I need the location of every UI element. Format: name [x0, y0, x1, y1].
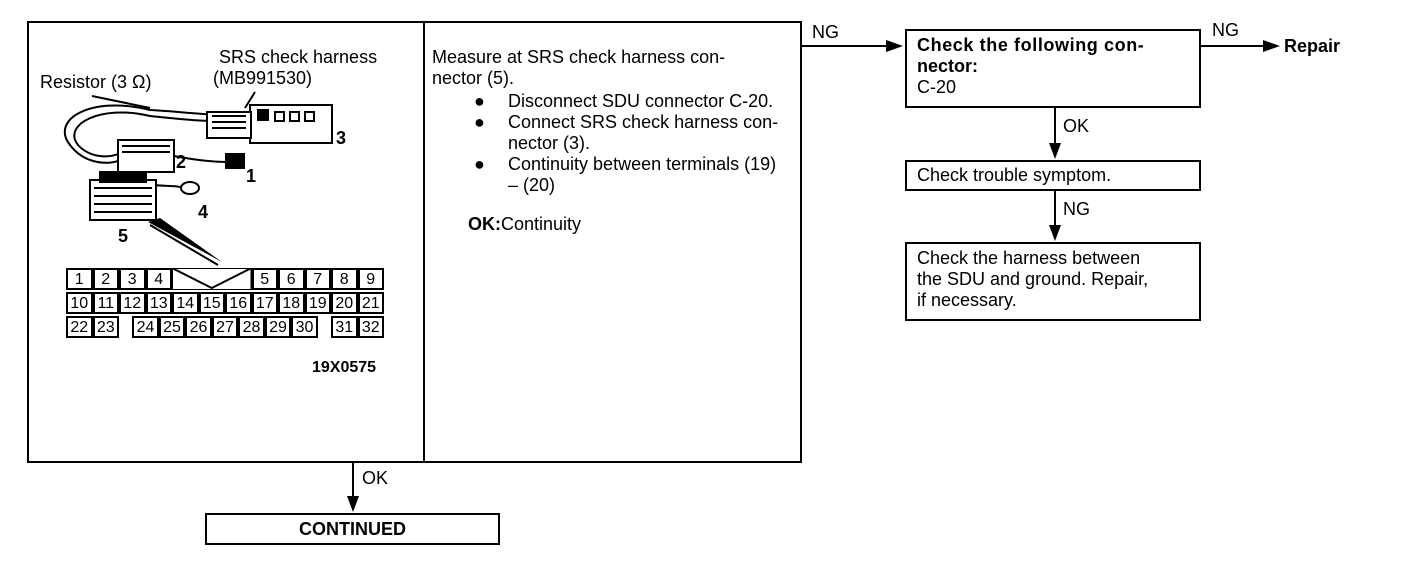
terminal-30: 30 [291, 316, 318, 338]
main-frame [27, 21, 802, 463]
step-disconnect: ● Disconnect SDU connector C-20. [468, 91, 798, 112]
ok-criteria-value: Continuity [501, 214, 582, 234]
callout-4: 4 [198, 202, 209, 222]
ng-label-repair: NG [1212, 20, 1239, 40]
terminal-14: 14 [172, 292, 199, 314]
ng-arrowhead-3 [1049, 225, 1061, 241]
terminal-26: 26 [185, 316, 212, 338]
ng-label-check: NG [812, 22, 839, 42]
terminal-2: 2 [92, 268, 119, 290]
ng-label-harness: NG [1063, 199, 1090, 219]
terminal-21: 21 [357, 292, 384, 314]
bullet-icon: ● [474, 91, 485, 111]
connector-key-notch [172, 268, 253, 290]
ng-arrowhead-2 [1263, 40, 1280, 52]
callout-5: 5 [118, 226, 129, 246]
terminal-5: 5 [251, 268, 278, 290]
ok-arrowhead-2 [347, 496, 359, 512]
callout-2: 2 [176, 152, 187, 172]
ok-label-continued: OK [362, 468, 389, 488]
step-line: Connect SRS check harness con- [508, 112, 779, 132]
ok-criteria-label: OK: [468, 214, 501, 234]
check-connector-value: C-20 [917, 77, 957, 97]
procedure-intro-line-1: Measure at SRS check harness con- [432, 47, 726, 67]
terminal-6: 6 [278, 268, 305, 290]
terminal-13: 13 [145, 292, 172, 314]
callout-1: 1 [246, 166, 257, 186]
procedure-steps: ● Disconnect SDU connector C-20. ● Conne… [468, 91, 798, 196]
terminal-3: 3 [119, 268, 146, 290]
bullet-icon: ● [474, 112, 485, 132]
terminal-28: 28 [238, 316, 265, 338]
check-connector-line-2: nector: [917, 56, 979, 76]
step-line: – (20) [508, 175, 556, 195]
terminal-12: 12 [119, 292, 146, 314]
terminal-31: 31 [331, 316, 358, 338]
terminal-1: 1 [66, 268, 93, 290]
step-line: nector (3). [508, 133, 591, 153]
trouble-symptom-box: Check trouble symptom. [905, 160, 1201, 191]
resistor-label: Resistor (3 Ω) [40, 72, 152, 92]
continued-text: CONTINUED [299, 519, 406, 539]
harness-part-number: (MB991530) [213, 68, 313, 88]
terminal-11: 11 [92, 292, 119, 314]
terminal-29: 29 [264, 316, 292, 338]
callout-3: 3 [336, 128, 347, 148]
figure-code: 19X0575 [312, 359, 377, 376]
step-line: Continuity between terminals (19) [508, 154, 777, 174]
ng-arrowhead-1 [886, 40, 903, 52]
terminal-22: 22 [66, 316, 93, 338]
ok-criteria: OK:Continuity [468, 214, 581, 235]
ok-arrowhead-1 [1049, 143, 1061, 159]
step-connect: ● Connect SRS check harness con- nector … [468, 112, 798, 154]
terminal-16: 16 [225, 292, 252, 314]
repair-label: Repair [1284, 36, 1341, 56]
procedure-intro-line-2: nector (5). [432, 68, 515, 88]
terminal-23: 23 [92, 316, 119, 338]
check-connector-line-1: Check the following con- [917, 35, 1145, 55]
callout-wedge [148, 218, 222, 262]
terminal-18: 18 [278, 292, 305, 314]
terminal-27: 27 [211, 316, 239, 338]
check-harness-box: Check the harness between the SDU and gr… [905, 242, 1201, 321]
harness-illustration [63, 91, 333, 266]
terminal-19: 19 [304, 292, 331, 314]
procedure-intro: Measure at SRS check harness con- nector… [432, 47, 792, 89]
terminal-32: 32 [357, 316, 384, 338]
terminal-15: 15 [198, 292, 225, 314]
check-harness-line-2: the SDU and ground. Repair, [917, 269, 1149, 289]
terminal-17: 17 [251, 292, 278, 314]
terminal-10: 10 [66, 292, 93, 314]
harness-label: SRS check harness [219, 47, 378, 67]
trouble-symptom-text: Check trouble symptom. [917, 165, 1112, 185]
bullet-icon: ● [474, 154, 485, 174]
check-connector-box: Check the following con- nector: C-20 [905, 29, 1201, 108]
check-harness-line-1: Check the harness between [917, 248, 1141, 268]
check-harness-line-3: if necessary. [917, 290, 1017, 310]
terminal-25: 25 [158, 316, 186, 338]
terminal-24: 24 [132, 316, 159, 338]
step-continuity: ● Continuity between terminals (19) – (2… [468, 154, 798, 196]
continued-box: CONTINUED [205, 513, 500, 545]
terminal-9: 9 [357, 268, 384, 290]
terminal-4: 4 [145, 268, 172, 290]
step-line: Disconnect SDU connector C-20. [508, 91, 774, 111]
terminal-7: 7 [304, 268, 331, 290]
ok-label-symptom: OK [1063, 116, 1090, 136]
terminal-8: 8 [331, 268, 358, 290]
terminal-20: 20 [331, 292, 358, 314]
